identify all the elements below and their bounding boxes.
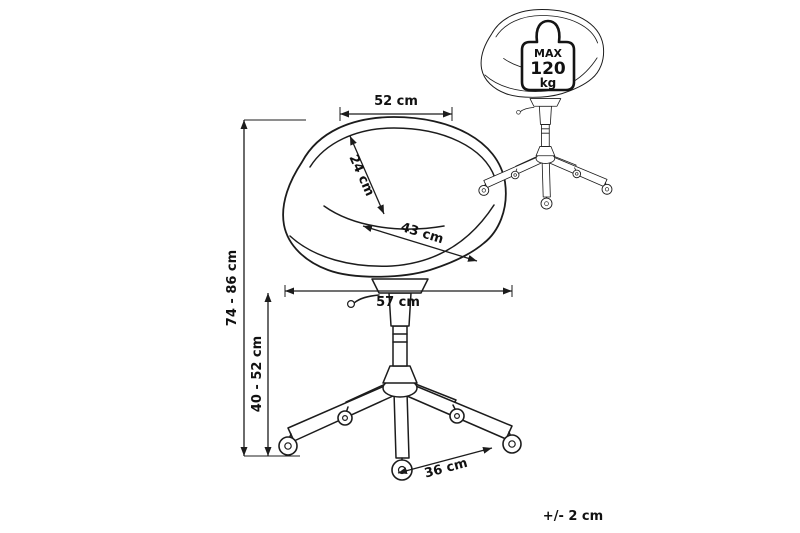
gas-lift-cone — [382, 365, 418, 384]
weight-badge-unit: kg — [540, 76, 557, 90]
dimension-top-width-label: 52 cm — [374, 94, 418, 109]
caster-back-right — [449, 404, 465, 424]
caster-front — [391, 457, 413, 481]
weight-badge-value: 120 — [530, 59, 566, 79]
dimension-lift-height: 40 - 52 cm — [250, 293, 272, 456]
base-leg-front — [393, 391, 410, 459]
dimension-total-height-label: 74 - 86 cm — [225, 250, 240, 326]
height-lever — [353, 294, 380, 304]
chair-shell — [282, 116, 507, 278]
gas-lift-lower-column — [392, 325, 408, 367]
dimension-top-width: 52 cm — [339, 94, 453, 121]
caster-back-left — [337, 406, 353, 426]
dimension-overall-width-label: 57 cm — [376, 295, 420, 310]
dimension-base-width: 36 cm — [397, 446, 493, 482]
weight-badge-shape — [520, 19, 576, 92]
tolerance-note: +/- 2 cm — [543, 509, 603, 524]
chair-base-star — [287, 378, 513, 459]
caster-left — [278, 433, 298, 456]
weight-badge-max-label: MAX — [534, 47, 562, 60]
chair-backrest-rim — [309, 127, 496, 179]
height-lever-knob — [347, 300, 356, 309]
weight-limit-badge: MAX 120 kg — [520, 19, 576, 92]
caster-right — [502, 431, 522, 454]
dimension-lift-height-label: 40 - 52 cm — [250, 336, 265, 412]
dimension-overall-width: 57 cm — [284, 285, 513, 310]
dimension-total-height: 74 - 86 cm — [225, 119, 306, 457]
